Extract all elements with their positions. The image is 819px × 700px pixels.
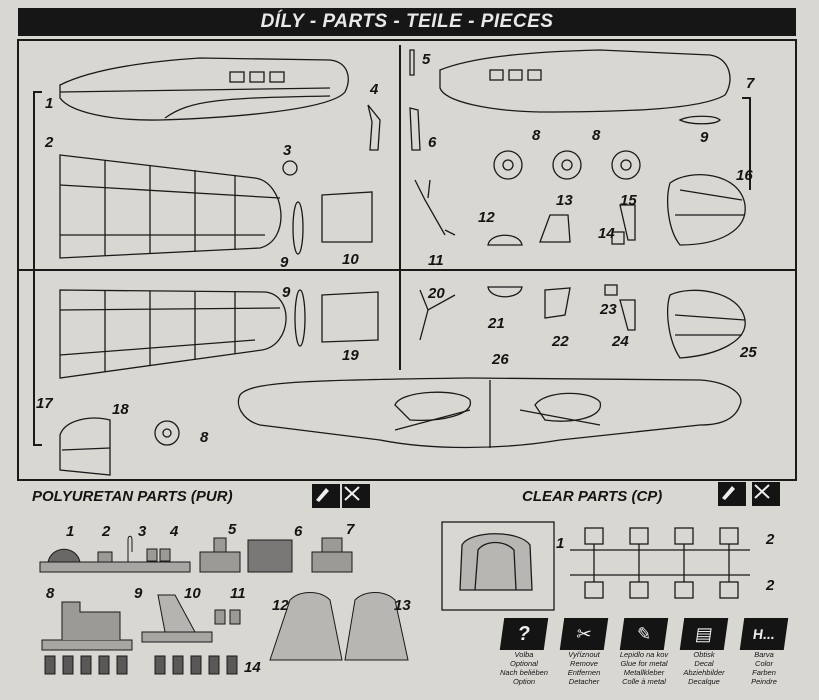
- part-number-19: 19: [342, 347, 359, 364]
- glue-icon: [718, 482, 746, 506]
- part-number-23: 23: [600, 301, 617, 318]
- pur-number-8: 8: [46, 585, 55, 602]
- part-number-9b: 9: [280, 254, 289, 271]
- part-number-4: 4: [370, 81, 379, 98]
- part-number-8b: 8: [592, 127, 601, 144]
- part-number-14: 14: [598, 225, 615, 242]
- pur-number-4: 4: [170, 523, 179, 540]
- pur-number-3: 3: [138, 523, 147, 540]
- wing-lower-left: [59, 289, 287, 379]
- glue-icon: ✎: [619, 618, 669, 650]
- part-number-8c: 8: [200, 429, 209, 446]
- gear-leg-6: [409, 107, 421, 151]
- part-number-9c: 9: [282, 284, 291, 301]
- right-bracket: [742, 97, 751, 190]
- part-number-7: 7: [746, 75, 755, 92]
- gear-leg-4: [367, 104, 381, 151]
- cp-number-2a: 2: [766, 531, 775, 548]
- seat-19: [321, 291, 379, 343]
- pur-number-7: 7: [346, 521, 355, 538]
- part-number-13: 13: [556, 192, 573, 209]
- pur-number-2: 2: [102, 523, 111, 540]
- tailplane-25: [667, 289, 746, 359]
- wing-upper-left: [59, 154, 282, 259]
- paint-icon: H...: [739, 618, 789, 650]
- part-number-12: 12: [478, 209, 495, 226]
- wheel: [611, 150, 641, 180]
- part-number-3: 3: [283, 142, 292, 159]
- part-number-1: 1: [45, 95, 54, 112]
- glue-icon: [312, 484, 340, 508]
- part-number-2: 2: [45, 134, 54, 151]
- pur-number-5: 5: [228, 521, 237, 538]
- part-number-18: 18: [112, 401, 129, 418]
- fuselage-left: [59, 57, 349, 121]
- pur-number-11: 11: [230, 585, 246, 602]
- pur-number-9: 9: [134, 585, 143, 602]
- part-number-9a: 9: [700, 129, 709, 146]
- cp-number-2b: 2: [766, 577, 775, 594]
- cp-number-1: 1: [556, 535, 565, 552]
- pur-number-6: 6: [294, 523, 303, 540]
- scissors-icon: ✂: [559, 618, 609, 650]
- polyuretan-title: POLYURETAN PARTS (PUR): [32, 488, 233, 505]
- fuselage-right: [439, 49, 731, 113]
- part-number-25: 25: [740, 344, 757, 361]
- seat-10: [321, 191, 373, 243]
- tailplane-16: [667, 174, 746, 246]
- wheel: [154, 420, 180, 446]
- part-number-22: 22: [552, 333, 569, 350]
- scissors-icon: [752, 482, 780, 506]
- left-bracket: [33, 91, 42, 446]
- pur-number-1: 1: [66, 523, 75, 540]
- part-number-26: 26: [492, 351, 509, 368]
- pur-number-14: 14: [244, 659, 261, 676]
- wheel: [552, 150, 582, 180]
- part-number-20: 20: [428, 285, 445, 302]
- parts-frame: [17, 39, 797, 481]
- rudder-18: [59, 417, 111, 476]
- part-number-17: 17: [36, 395, 53, 412]
- pur-number-10: 10: [184, 585, 201, 602]
- clear-parts-title: CLEAR PARTS (CP): [522, 488, 663, 505]
- question-icon: ?: [499, 618, 549, 650]
- part-number-8a: 8: [532, 127, 541, 144]
- part-number-11: 11: [428, 252, 444, 269]
- part-number-5: 5: [422, 51, 431, 68]
- scissors-icon: [342, 484, 370, 508]
- wheel: [493, 150, 523, 180]
- pur-number-13: 13: [394, 597, 411, 614]
- part-12: [487, 234, 523, 246]
- header-title: DÍLY - PARTS - TEILE - PIECES: [260, 11, 554, 32]
- header-banner: DÍLY - PARTS - TEILE - PIECES: [18, 8, 796, 36]
- part-21: [487, 286, 523, 298]
- wing-center: [237, 377, 742, 449]
- decal-icon: ▤: [679, 618, 729, 650]
- part-number-6: 6: [428, 134, 437, 151]
- pur-number-12: 12: [272, 597, 289, 614]
- part-number-21: 21: [488, 315, 505, 332]
- part-number-16: 16: [736, 167, 753, 184]
- part-number-15: 15: [620, 192, 637, 209]
- part-number-10: 10: [342, 251, 359, 268]
- part-number-24: 24: [612, 333, 629, 350]
